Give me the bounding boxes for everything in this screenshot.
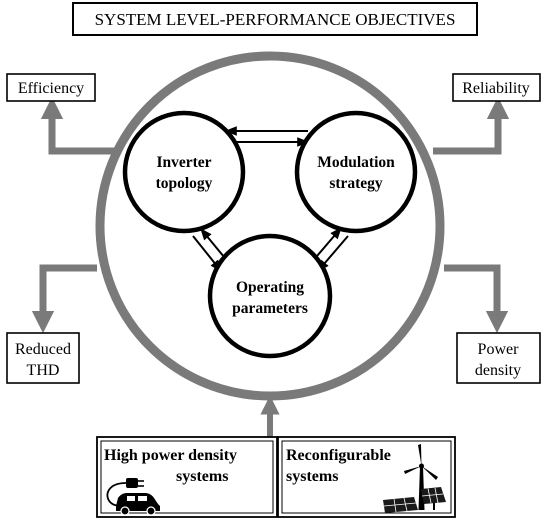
reduced-thd-label-line1: Reduced [15, 341, 71, 358]
connector-power-density [444, 264, 509, 334]
title-text: SYSTEM LEVEL-PERFORMANCE OBJECTIVES [95, 10, 456, 29]
objective-reduced-thd: Reduced THD [6, 332, 80, 384]
power-density-label-line1: Power [478, 341, 520, 358]
node-modulation-strategy: Modulation strategy [294, 110, 418, 234]
connector-efficiency [40, 96, 118, 155]
reliability-label: Reliability [462, 80, 530, 97]
connector-reliability [433, 96, 510, 155]
high-power-density-line2: systems [176, 468, 228, 485]
title-box: SYSTEM LEVEL-PERFORMANCE OBJECTIVES [72, 2, 478, 36]
objective-efficiency: Efficiency [6, 73, 96, 102]
modulation-strategy-line1: Modulation [317, 154, 395, 171]
objective-power-density: Power density [456, 332, 541, 384]
inverter-topology-line2: topology [156, 175, 213, 192]
reconfigurable-line2: systems [286, 468, 338, 485]
reduced-thd-label-line2: THD [27, 362, 60, 379]
application-high-power-density: High power density systems [96, 436, 278, 518]
node-inverter-topology: Inverter topology [122, 110, 246, 234]
modulation-strategy-line2: strategy [329, 175, 383, 192]
solar-panel-icon [383, 487, 446, 513]
node-operating-parameters: Operating parameters [207, 233, 333, 359]
operating-parameters-line1: Operating [236, 279, 304, 296]
operating-parameters-line2: parameters [232, 300, 308, 317]
power-density-label-line2: density [475, 362, 521, 379]
connector-reduced-thd [31, 264, 97, 334]
link-topology-modulation [224, 126, 310, 147]
electric-car-icon [106, 478, 160, 516]
objective-reliability: Reliability [452, 73, 541, 102]
high-power-density-line1: High power density [104, 447, 237, 464]
inverter-topology-line1: Inverter [156, 154, 211, 171]
efficiency-label: Efficiency [18, 80, 84, 97]
reconfigurable-line1: Reconfigurable [286, 447, 391, 464]
application-reconfigurable: Reconfigurable systems [277, 436, 456, 518]
